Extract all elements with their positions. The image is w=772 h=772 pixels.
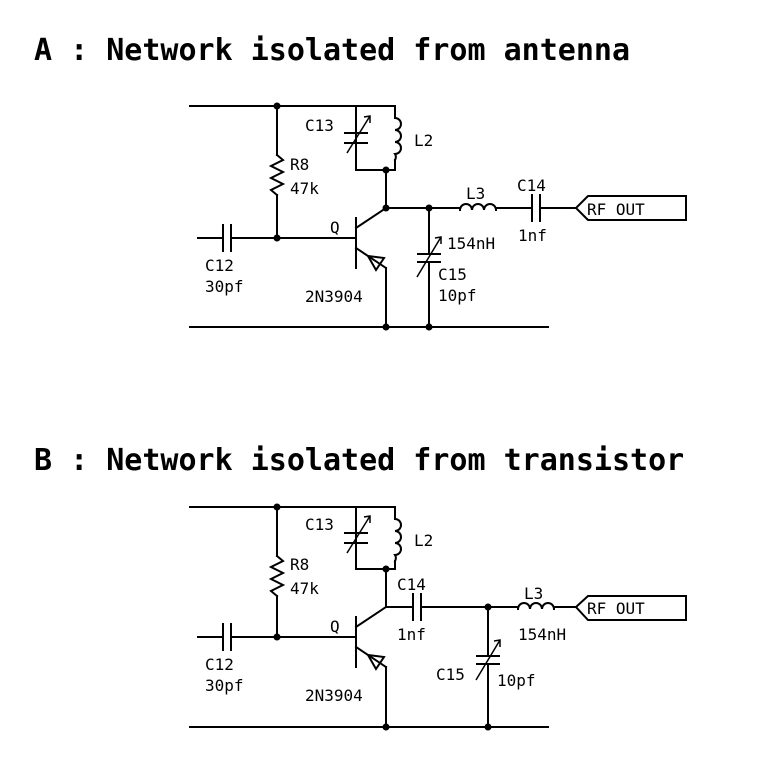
- resistor-r8-b: [268, 554, 286, 598]
- circuit-a: C13 L2 R8 47k Q 2N3904 C12 30pf L3 154nH…: [189, 102, 687, 331]
- label-l3-value-b: 154nH: [518, 625, 566, 644]
- inductor-l3-a: [458, 203, 498, 212]
- label-q-part-a: 2N3904: [305, 287, 363, 306]
- inductor-l2-b: [393, 517, 402, 563]
- label-l2-b: L2: [414, 531, 433, 550]
- label-c12-a: C12: [205, 256, 234, 275]
- inductor-l3-b: [516, 602, 556, 611]
- rf-out-port-b: [574, 595, 687, 621]
- label-q-b: Q: [330, 617, 340, 636]
- label-r8-value-a: 47k: [290, 179, 319, 198]
- label-c12-b: C12: [205, 655, 234, 674]
- label-c15-b: C15: [436, 665, 465, 684]
- label-r8-a: R8: [290, 155, 309, 174]
- title-b: B : Network isolated from transistor: [34, 443, 684, 478]
- label-r8-value-b: 47k: [290, 579, 319, 598]
- label-c14-b: C14: [397, 575, 426, 594]
- resistor-r8-a: [268, 153, 286, 197]
- rf-out-port-a: [574, 195, 687, 221]
- label-c14-a: C14: [517, 176, 546, 195]
- label-l2-a: L2: [414, 131, 433, 150]
- label-rf-out-b: RF OUT: [587, 599, 645, 618]
- label-l3-value-a: 154nH: [447, 234, 495, 253]
- label-q-part-b: 2N3904: [305, 686, 363, 705]
- label-c14-value-b: 1nf: [397, 625, 426, 644]
- label-c15-value-b: 10pf: [497, 671, 536, 690]
- label-c14-value-a: 1nf: [518, 226, 547, 245]
- label-q-a: Q: [330, 218, 340, 237]
- label-c15-value-a: 10pf: [438, 286, 477, 305]
- label-l3-b: L3: [524, 584, 543, 603]
- label-c12-value-b: 30pf: [205, 676, 244, 695]
- label-c15-a: C15: [438, 265, 467, 284]
- label-c12-value-a: 30pf: [205, 277, 244, 296]
- label-rf-out-a: RF OUT: [587, 200, 645, 219]
- label-c13-a: C13: [305, 116, 334, 135]
- circuit-b: C13 L2 R8 47k Q 2N3904 C12 30pf C14 1nf …: [189, 503, 687, 731]
- label-c13-b: C13: [305, 515, 334, 534]
- title-a: A : Network isolated from antenna: [34, 33, 630, 68]
- label-l3-a: L3: [466, 184, 485, 203]
- inductor-l2-a: [393, 116, 402, 162]
- label-r8-b: R8: [290, 555, 309, 574]
